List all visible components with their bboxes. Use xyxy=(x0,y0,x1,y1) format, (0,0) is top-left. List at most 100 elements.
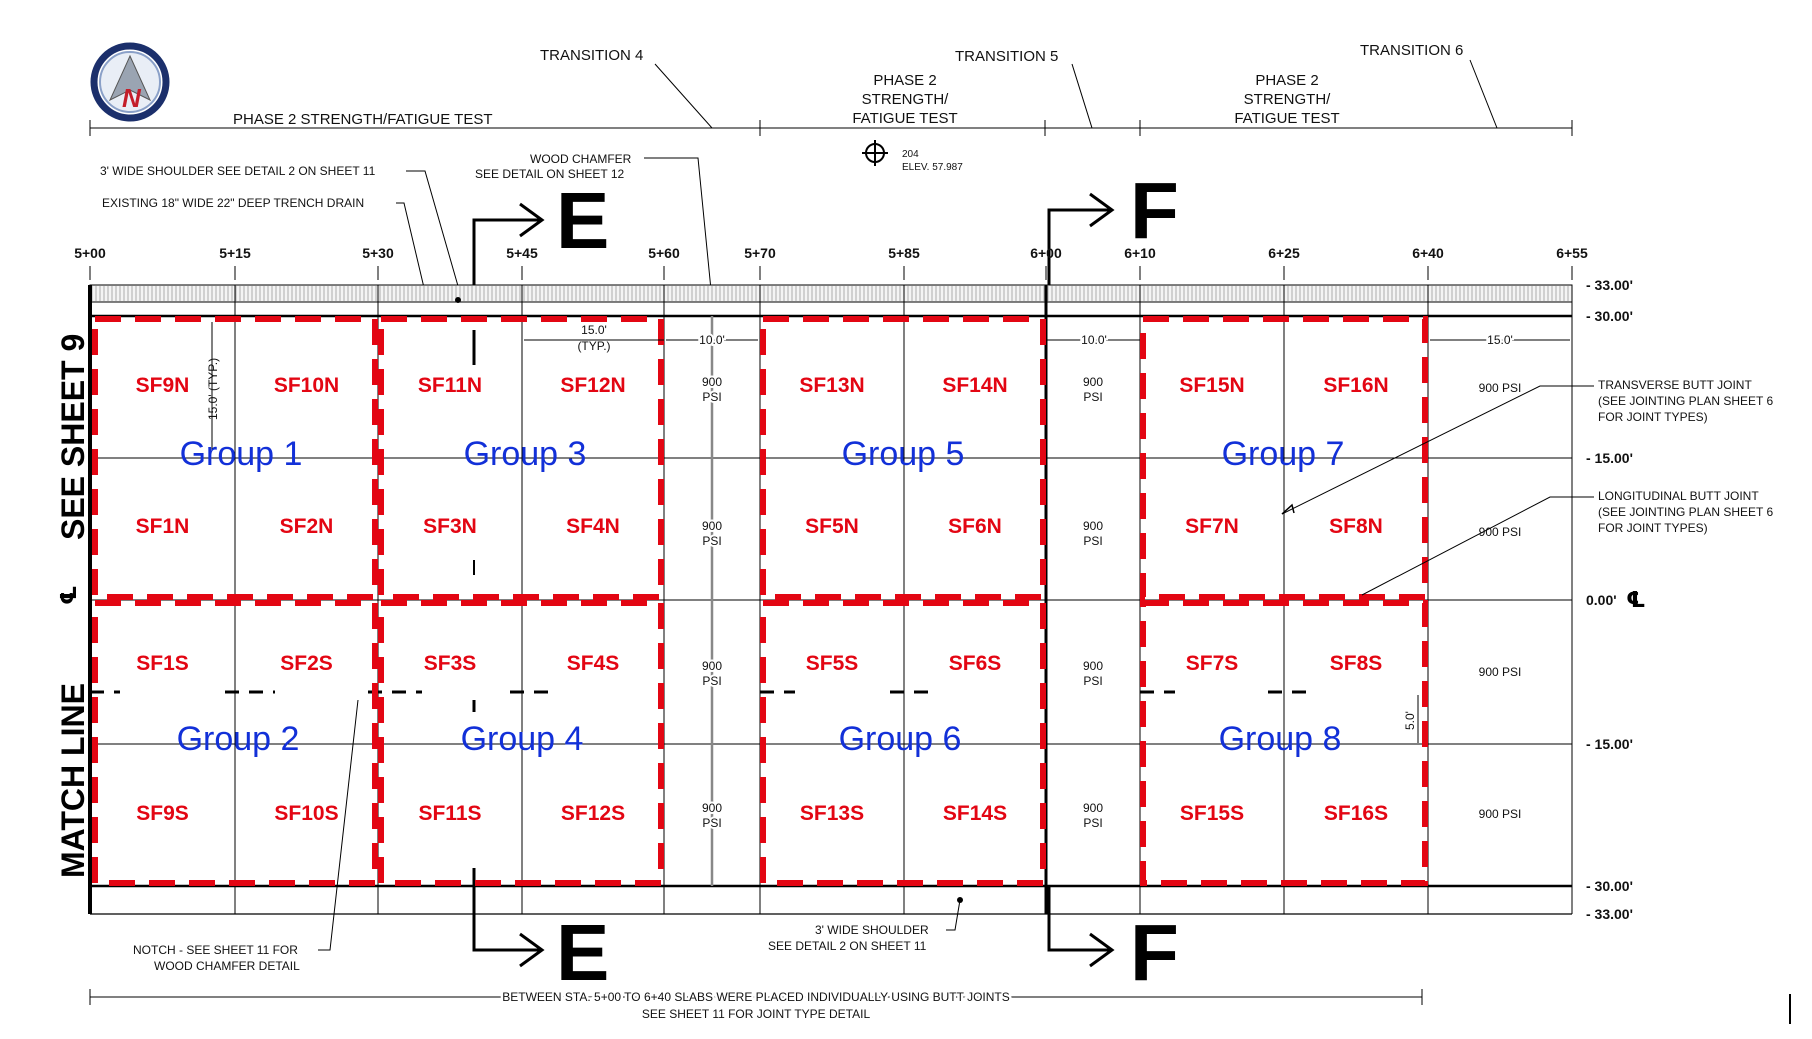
psi-value: 900 xyxy=(702,801,722,815)
svg-text:(SEE JOINTING PLAN SHEET 6: (SEE JOINTING PLAN SHEET 6 xyxy=(1598,505,1773,519)
slab-label: SF1S xyxy=(136,652,189,675)
psi-unit: PSI xyxy=(702,534,721,548)
slab-label: SF4S xyxy=(567,652,620,675)
wood-chamfer-note-2: SEE DETAIL ON SHEET 12 xyxy=(475,167,624,181)
group-outline xyxy=(760,600,1046,886)
svg-text:STRENGTH/: STRENGTH/ xyxy=(1244,91,1332,108)
slab-label: SF13N xyxy=(799,374,864,397)
psi-unit: PSI xyxy=(1083,534,1102,548)
slab-label: SF8N xyxy=(1329,515,1383,538)
svg-text:NOTCH - SEE SHEET 11 FOR: NOTCH - SEE SHEET 11 FOR xyxy=(133,943,298,957)
section-f-bottom-marker: F xyxy=(1047,885,1179,997)
between-stations-note: BETWEEN STA. 5+00 TO 6+40 SLABS WERE PLA… xyxy=(89,988,1423,1021)
offset-label: - 30.00' xyxy=(1586,308,1633,324)
transition4-label: TRANSITION 4 xyxy=(540,47,643,64)
station-label: 5+45 xyxy=(506,245,538,261)
group-outline xyxy=(92,316,378,600)
psi-unit: PSI xyxy=(702,674,721,688)
psi-unit: PSI xyxy=(1083,390,1102,404)
svg-text:SEE DETAIL 2 ON SHEET 11: SEE DETAIL 2 ON SHEET 11 xyxy=(768,939,927,953)
transition6-label: TRANSITION 6 xyxy=(1360,42,1463,59)
longitudinal-joint-note: LONGITUDINAL BUTT JOINT (SEE JOINTING PL… xyxy=(1361,489,1773,596)
station-label: 5+30 xyxy=(362,245,394,261)
slab-label: SF3S xyxy=(424,652,477,675)
slab-label: SF2S xyxy=(280,652,333,675)
slab-label: SF7N xyxy=(1185,515,1239,538)
group-outline xyxy=(92,600,378,886)
section-f-top: F xyxy=(1130,166,1179,255)
transverse-joint-note: TRANSVERSE BUTT JOINT (SEE JOINTING PLAN… xyxy=(1281,378,1773,515)
group-label: Group 3 xyxy=(464,435,587,473)
svg-text:15.0': 15.0' xyxy=(1487,333,1513,347)
slab-label: SF10N xyxy=(274,374,339,397)
psi-value: 900 xyxy=(1083,375,1103,389)
psi-labels: 900PSI900PSI900PSI900PSI900PSI900PSI900P… xyxy=(700,373,1522,832)
psi-unit: PSI xyxy=(702,816,721,830)
group-outline xyxy=(378,316,664,600)
group-label: Group 4 xyxy=(461,720,584,758)
section-f-top-marker: F xyxy=(1047,166,1179,290)
benchmark-icon xyxy=(862,140,888,166)
svg-text:3' WIDE SHOULDER: 3' WIDE SHOULDER xyxy=(815,923,929,937)
psi-value: 900 xyxy=(1083,801,1103,815)
benchmark-number: 204 xyxy=(902,149,919,160)
slab-label: SF7S xyxy=(1186,652,1239,675)
offset-label: - 30.00' xyxy=(1586,878,1633,894)
d15-dimension: 15.0' xyxy=(1430,331,1570,349)
slab-label: SF8S xyxy=(1330,652,1383,675)
d5-dimension: 5.0' xyxy=(1403,695,1419,743)
svg-text:PHASE 2: PHASE 2 xyxy=(1255,72,1318,89)
shoulder-top-note: 3' WIDE SHOULDER SEE DETAIL 2 ON SHEET 1… xyxy=(100,164,376,178)
psi-full: 900 PSI xyxy=(1479,807,1522,821)
psi-value: 900 xyxy=(1083,659,1103,673)
group-outline xyxy=(1140,600,1428,886)
offset-label: - 33.00' xyxy=(1586,906,1633,922)
section-e-top: E xyxy=(556,176,609,265)
svg-text:SEE SHEET 11 FOR JOINT TYPE DE: SEE SHEET 11 FOR JOINT TYPE DETAIL xyxy=(642,1007,871,1021)
svg-text:5.0': 5.0' xyxy=(1403,711,1417,730)
group-label: Group 7 xyxy=(1222,435,1345,473)
match-line-label: MATCH LINE xyxy=(55,683,91,878)
d10-dimension-a: 10.0' xyxy=(666,331,758,349)
slab-label: SF15N xyxy=(1179,374,1244,397)
section-e-top-marker: E xyxy=(472,176,609,290)
slab-label: SF14S xyxy=(943,802,1007,825)
slab-label: SF9N xyxy=(136,374,190,397)
slab-label: SF6S xyxy=(949,652,1002,675)
psi-value: 900 xyxy=(702,375,722,389)
see-sheet-9-label: SEE SHEET 9 xyxy=(55,334,91,540)
group-label: Group 5 xyxy=(842,435,965,473)
north-letter: N xyxy=(122,83,142,113)
benchmark-elevation: ELEV. 57.987 xyxy=(902,162,963,173)
group-outline xyxy=(1140,316,1428,600)
psi-value: 900 xyxy=(1083,519,1103,533)
section-f-bottom: F xyxy=(1130,908,1179,997)
slab-label: SF12S xyxy=(561,802,625,825)
station-label: 5+15 xyxy=(219,245,251,261)
psi-full: 900 PSI xyxy=(1479,665,1522,679)
svg-text:FOR JOINT TYPES): FOR JOINT TYPES) xyxy=(1598,410,1708,424)
station-label: 5+85 xyxy=(888,245,920,261)
offset-label: - 15.00' xyxy=(1586,736,1633,752)
slab-label: SF4N xyxy=(566,515,620,538)
centerline-right-icon: ℄ xyxy=(1626,587,1646,612)
section-e-bottom: E xyxy=(556,908,609,997)
svg-text:WOOD CHAMFER DETAIL: WOOD CHAMFER DETAIL xyxy=(154,959,300,973)
group-outline xyxy=(760,316,1046,600)
north-arrow-icon: N xyxy=(90,42,170,122)
svg-text:10.0': 10.0' xyxy=(699,333,725,347)
slab-label: SF11S xyxy=(418,802,481,825)
svg-text:(SEE JOINTING PLAN SHEET 6: (SEE JOINTING PLAN SHEET 6 xyxy=(1598,394,1773,408)
station-label: 5+70 xyxy=(744,245,776,261)
psi-unit: PSI xyxy=(1083,674,1102,688)
slab-label: SF16N xyxy=(1323,374,1388,397)
svg-text:PHASE 2: PHASE 2 xyxy=(873,72,936,89)
station-label: 6+40 xyxy=(1412,245,1444,261)
slab-label: SF15S xyxy=(1180,802,1244,825)
transition5-label: TRANSITION 5 xyxy=(955,48,1058,65)
phase2-left-label: PHASE 2 STRENGTH/FATIGUE TEST xyxy=(233,111,493,128)
slab-label: SF3N xyxy=(423,515,477,538)
svg-text:15.0' (TYP.): 15.0' (TYP.) xyxy=(206,358,220,420)
